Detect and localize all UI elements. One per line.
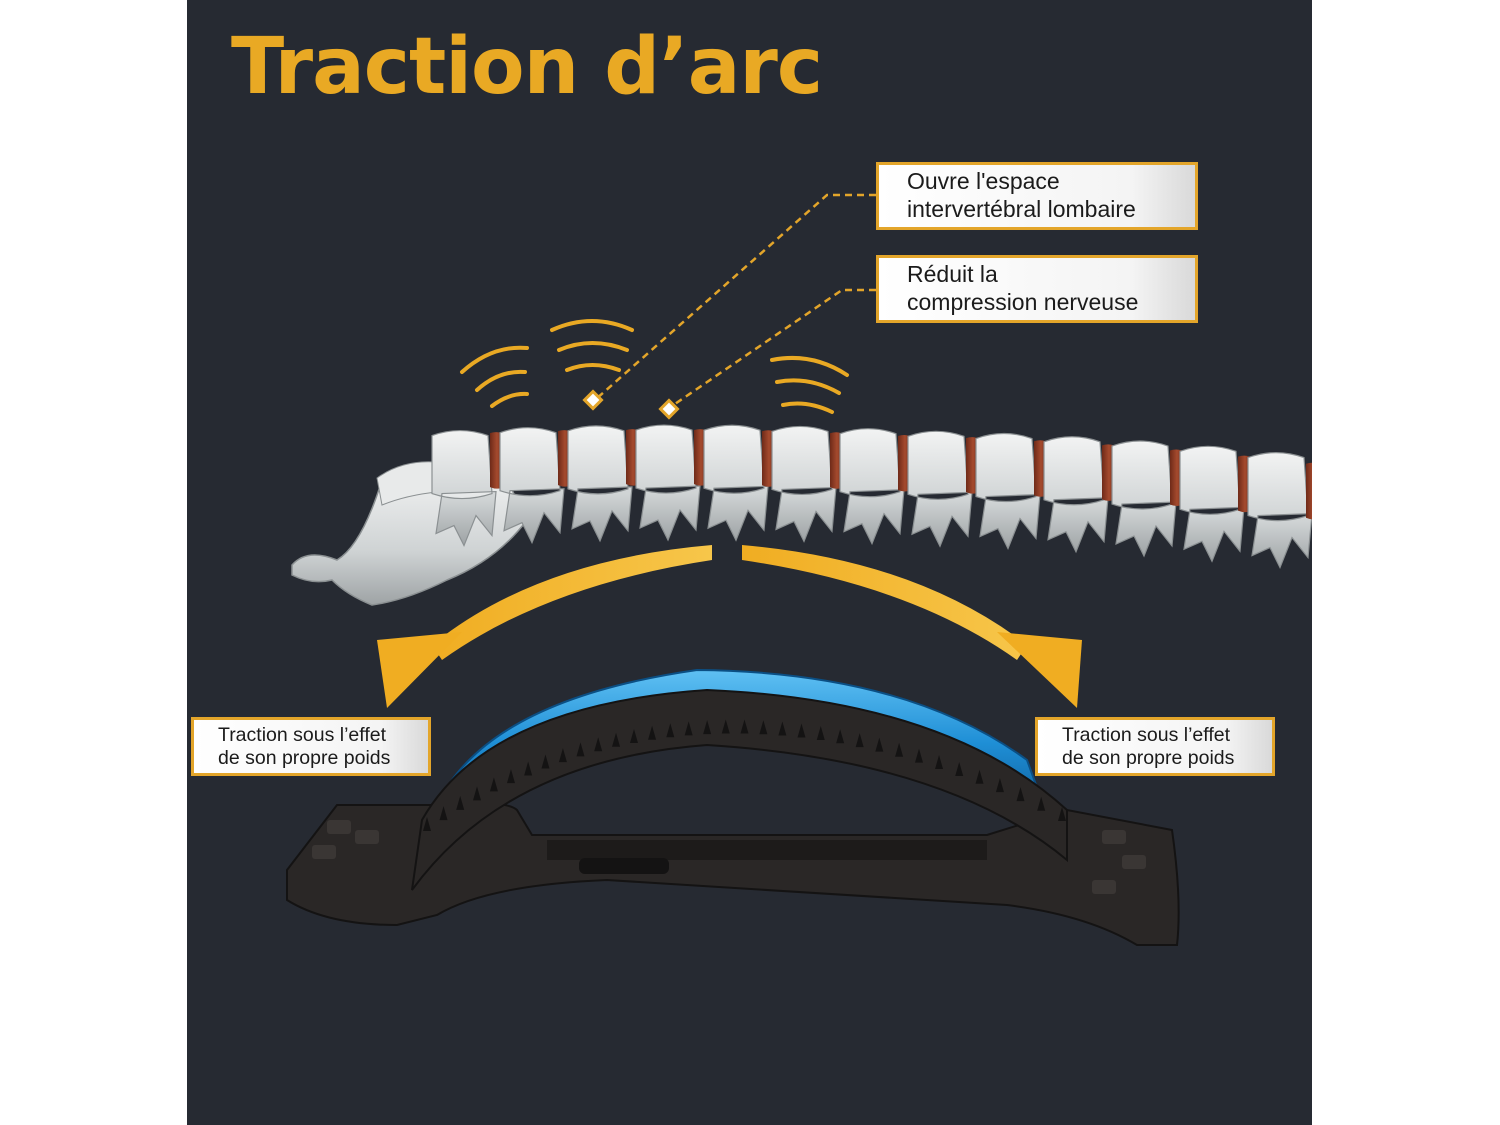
infographic-panel: Traction d’arc	[187, 0, 1312, 1125]
vertebra	[1247, 451, 1312, 570]
massage-spike	[855, 733, 864, 748]
vertebra	[839, 428, 905, 546]
massage-spike	[1016, 787, 1025, 802]
callout-nerve-compression: Réduit la compression nerveuse	[876, 255, 1198, 323]
massage-spike	[995, 778, 1004, 793]
massage-spike	[629, 728, 638, 743]
massage-spike	[576, 742, 585, 757]
illustration	[286, 193, 1312, 946]
callout-markers	[582, 389, 680, 420]
massage-spike	[778, 721, 787, 736]
intervertebral-disc	[1306, 462, 1312, 520]
massage-spike	[648, 725, 657, 740]
massage-spike	[875, 737, 884, 752]
massage-spike	[955, 762, 964, 777]
vibration-waves-icon	[460, 319, 849, 414]
callout-traction-right: Traction sous l’effet de son propre poid…	[1035, 717, 1275, 776]
massage-spike	[895, 742, 904, 757]
vertebra	[975, 432, 1041, 550]
massage-spike	[666, 723, 675, 738]
callout-text-line: Traction sous l’effet	[1062, 724, 1230, 746]
back-stretcher-illustration	[286, 668, 1180, 946]
callout-text-line: compression nerveuse	[907, 288, 1139, 315]
callout-traction-left: Traction sous l’effet de son propre poid…	[191, 717, 431, 776]
massage-spike	[439, 806, 448, 821]
vertebra	[635, 424, 701, 542]
massage-spike	[456, 795, 465, 810]
massage-spike	[684, 721, 693, 736]
vertebra	[567, 425, 633, 543]
massage-spike	[1037, 796, 1046, 811]
arrow-curved-left-icon	[377, 545, 712, 708]
massage-spike	[472, 786, 481, 801]
massage-spike	[740, 719, 749, 734]
massage-spike	[816, 726, 825, 741]
callout-text-line: intervertébral lombaire	[907, 195, 1136, 222]
massage-spike	[594, 737, 603, 752]
vertebra	[771, 425, 837, 543]
vertebra	[1043, 436, 1109, 554]
massage-spike	[506, 769, 515, 784]
massage-spike	[935, 754, 944, 769]
massage-spike	[797, 723, 806, 738]
massage-spike	[1058, 807, 1066, 821]
spine-illustration	[291, 424, 1312, 606]
callout-text-line: Réduit la	[907, 261, 998, 287]
callout-text-line: de son propre poids	[218, 747, 391, 770]
callout-text-line: Ouvre l'espace	[907, 168, 1060, 194]
vertebra	[907, 430, 973, 548]
vertebra	[1111, 440, 1177, 558]
massage-spike	[489, 777, 498, 792]
massage-spike	[541, 754, 550, 769]
vertebra	[499, 427, 565, 545]
page-title: Traction d’arc	[231, 22, 823, 112]
massage-spike	[759, 720, 768, 735]
massage-spike	[423, 817, 431, 831]
vertebra	[703, 424, 769, 542]
callout-text-line: de son propre poids	[1062, 747, 1235, 770]
vertebra	[1179, 445, 1245, 563]
massage-spike	[975, 769, 984, 784]
massage-spike	[524, 761, 533, 776]
massage-spike	[612, 732, 621, 747]
massage-spike	[721, 719, 730, 734]
massage-spike	[915, 748, 924, 763]
massage-spike	[836, 729, 845, 744]
callout-leader-lines	[594, 193, 876, 410]
massage-spike	[558, 748, 567, 763]
callout-lumbar-space: Ouvre l'espace intervertébral lombaire	[876, 162, 1198, 230]
vertebra	[431, 429, 497, 548]
massage-spike	[703, 720, 712, 735]
callout-text-line: Traction sous l’effet	[218, 724, 386, 746]
arrow-curved-right-icon	[742, 545, 1082, 708]
